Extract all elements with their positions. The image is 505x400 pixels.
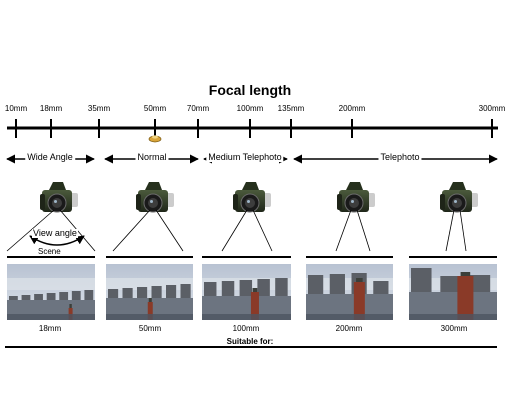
photo-caption-200mm: 200mm <box>335 324 363 333</box>
view-angle-label: View angle <box>32 228 78 238</box>
photo-thumbnail <box>106 264 193 320</box>
view-angle-line <box>459 209 467 252</box>
photo-caption-100mm: 100mm <box>232 324 260 333</box>
camera-icon <box>440 182 478 213</box>
photo-caption-50mm: 50mm <box>138 324 162 333</box>
focal-label-100mm: 100mm <box>236 104 264 113</box>
view-angle-line <box>445 209 455 252</box>
photo-thumbnail <box>202 264 291 320</box>
range-label-telephoto: Telephoto <box>378 152 422 162</box>
range-label-wide-angle: Wide Angle <box>25 152 75 162</box>
camera-icon <box>337 182 375 213</box>
lens-icon <box>148 135 162 143</box>
camera-icon <box>136 182 174 213</box>
view-angle-line <box>6 209 55 252</box>
view-angle-line <box>221 209 248 252</box>
scene-label: Scene <box>38 247 61 256</box>
range-label-normal: Normal <box>135 152 169 162</box>
view-angle-line <box>155 209 184 252</box>
suitable-for-label: Suitable for: <box>226 337 274 346</box>
view-angle-line <box>356 209 371 252</box>
view-angle-line <box>252 209 273 252</box>
diagram-title: Focal length <box>208 82 292 98</box>
focal-label-300mm: 300mm <box>478 104 505 113</box>
photo-thumbnail <box>409 264 497 320</box>
range-label-medium-telephoto: Medium Telephoto <box>206 152 284 162</box>
view-angle-line <box>112 209 151 252</box>
view-angle-line <box>335 209 352 252</box>
focal-label-70mm: 70mm <box>186 104 210 113</box>
focal-label-135mm: 135mm <box>277 104 305 113</box>
photo-thumbnail <box>306 264 393 320</box>
focal-label-18mm: 18mm <box>39 104 63 113</box>
photo-thumbnail <box>7 264 95 320</box>
focal-label-35mm: 35mm <box>87 104 111 113</box>
camera-icon <box>233 182 271 213</box>
focal-label-10mm: 10mm <box>4 104 28 113</box>
focal-label-50mm: 50mm <box>143 104 167 113</box>
camera-icon <box>40 182 78 213</box>
photo-caption-18mm: 18mm <box>38 324 62 333</box>
photo-caption-300mm: 300mm <box>440 324 468 333</box>
focal-label-200mm: 200mm <box>338 104 366 113</box>
view-angle-arc <box>29 235 85 246</box>
